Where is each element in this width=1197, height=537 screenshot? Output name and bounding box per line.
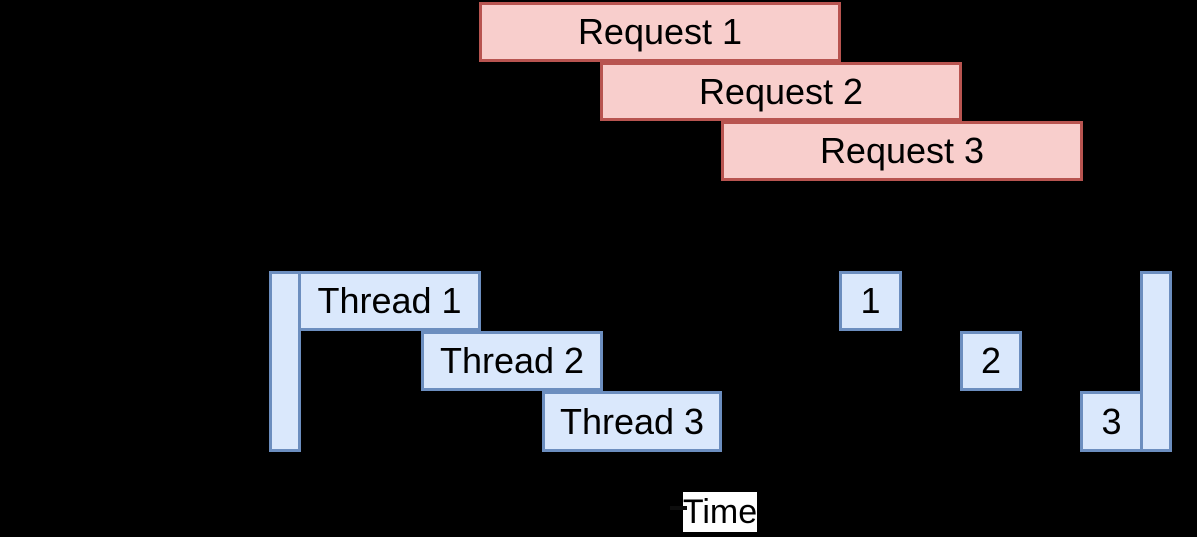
thread-bar-2-label: Thread 2 xyxy=(439,340,585,381)
time-axis-line xyxy=(670,506,687,510)
request-bar-3-label: Request 3 xyxy=(819,130,985,171)
time-axis-label-text: Time xyxy=(682,493,758,531)
thread-bar-1-label: Thread 1 xyxy=(317,280,462,321)
thread-pool-start-bar xyxy=(269,271,301,452)
request-bar-3: Request 3 xyxy=(721,121,1083,181)
completion-box-1: 1 xyxy=(839,271,902,331)
request-bar-2: Request 2 xyxy=(600,62,962,121)
time-axis-label: Time xyxy=(683,492,757,532)
completion-box-3: 3 xyxy=(1080,391,1143,452)
thread-bar-2: Thread 2 xyxy=(421,331,603,391)
request-bar-1: Request 1 xyxy=(479,2,841,62)
thread-bar-3-label: Thread 3 xyxy=(559,400,705,442)
thread-bar-1: Thread 1 xyxy=(298,271,481,331)
request-bar-2-label: Request 2 xyxy=(698,70,864,112)
request-bar-1-label: Request 1 xyxy=(577,11,743,52)
completion-box-2: 2 xyxy=(960,331,1022,391)
thread-bar-3: Thread 3 xyxy=(542,391,722,452)
thread-pool-end-bar xyxy=(1140,271,1172,452)
completion-box-3-label: 3 xyxy=(1101,400,1122,442)
completion-box-1-label: 1 xyxy=(860,280,881,321)
completion-box-2-label: 2 xyxy=(980,340,1002,381)
